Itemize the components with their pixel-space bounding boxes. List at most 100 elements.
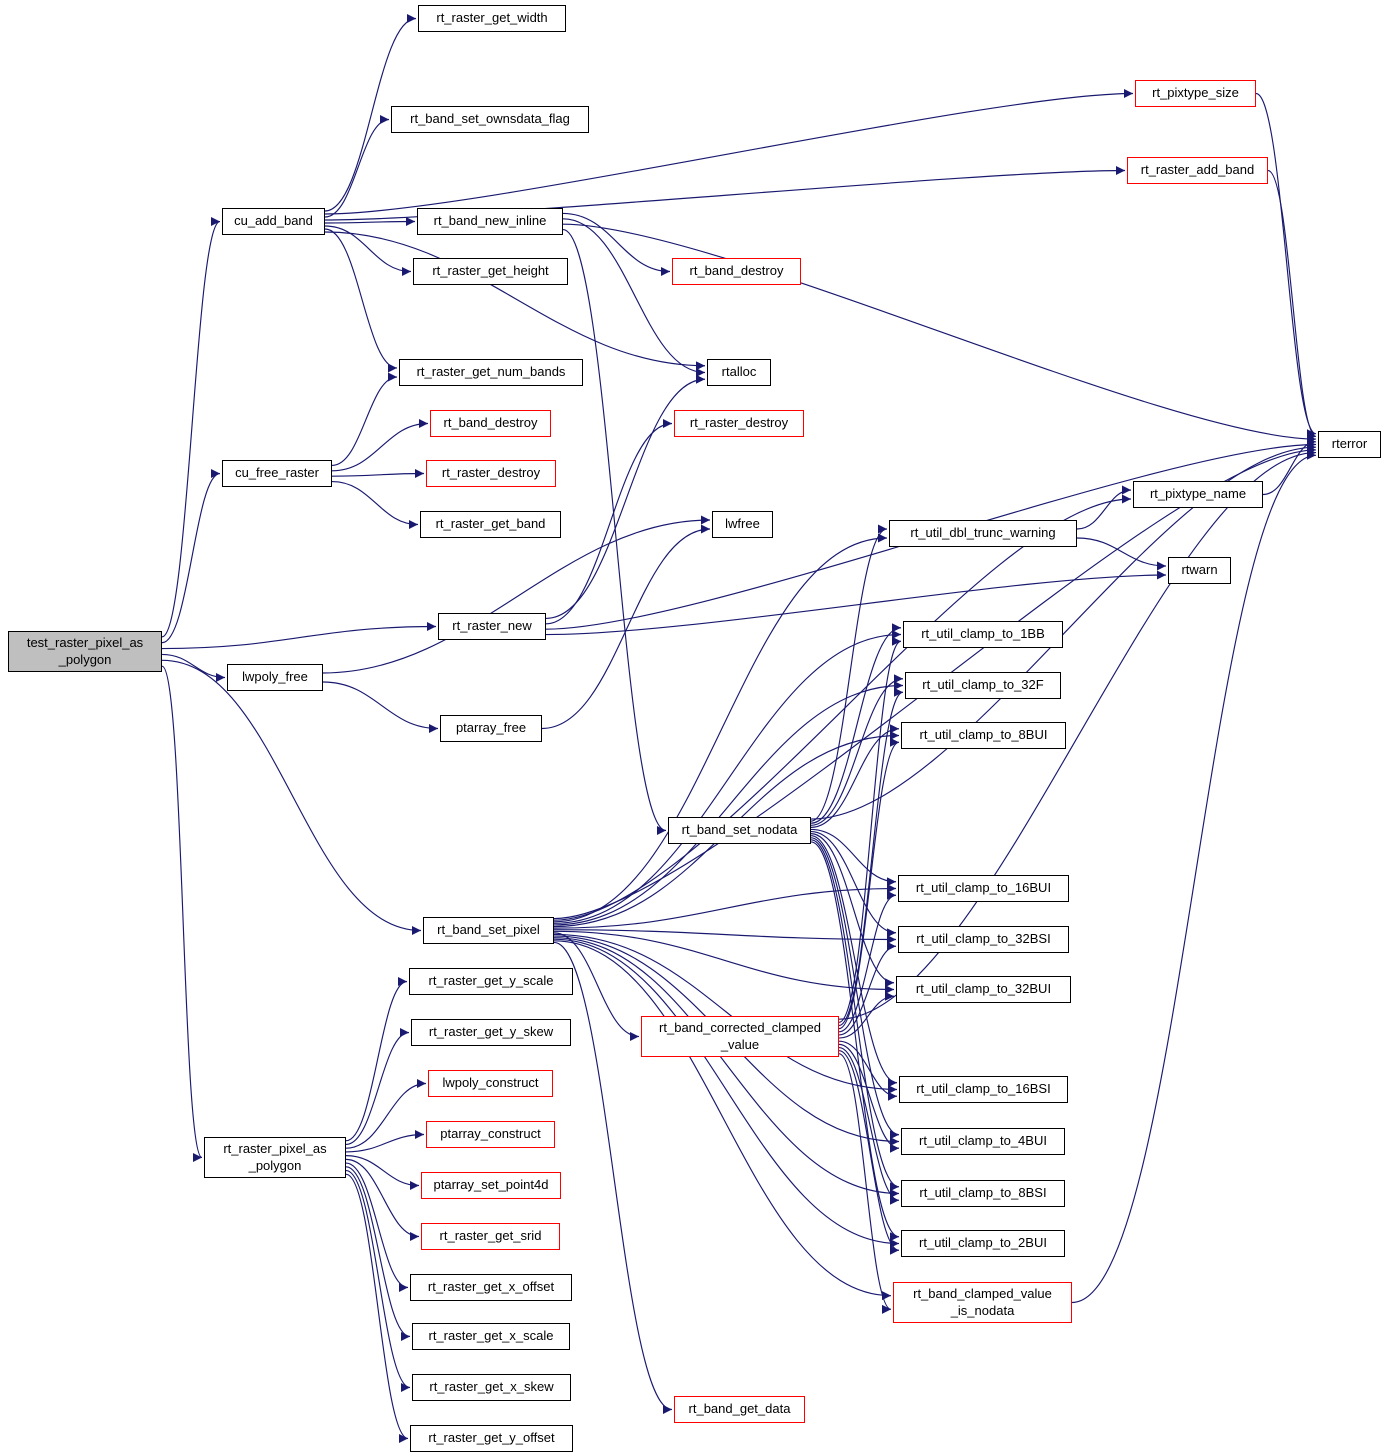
edge-bsn-to-c8bui [810,724,900,828]
node-gb[interactable]: rt_raster_get_band [420,511,561,538]
edge-bsn-to-c32bsi [810,830,897,938]
node-label: rterror [1331,436,1368,452]
node-c16bsi[interactable]: rt_util_clamp_to_16BSI [899,1076,1068,1103]
edge-pts-to-err [1255,92,1317,439]
node-label: rt_util_dbl_trunc_warning [910,525,1056,541]
node-sof[interactable]: rt_band_set_ownsdata_flag [391,106,589,133]
node-label: rt_util_clamp_to_32BUI [915,981,1052,997]
node-bgd[interactable]: rt_band_get_data [674,1396,805,1423]
node-label: rt_util_clamp_to_8BSI [919,1185,1047,1201]
node-cab[interactable]: cu_add_band [222,208,325,235]
edge-bccv-to-c8bsi [838,1046,900,1205]
edge-bsp-to-dtw [553,533,888,923]
node-yo[interactable]: rt_raster_get_y_offset [410,1425,573,1452]
node-c8bsi[interactable]: rt_util_clamp_to_8BSI [901,1180,1065,1207]
edge-bcvn-to-err [1071,450,1317,1304]
node-label: rtalloc [721,364,757,380]
node-srid[interactable]: rt_raster_get_srid [421,1223,560,1250]
node-label: ptarray_free [455,720,527,736]
node-c32bsi[interactable]: rt_util_clamp_to_32BSI [898,926,1069,953]
node-c32bui[interactable]: rt_util_clamp_to_32BUI [896,976,1071,1003]
node-ra[interactable]: rtalloc [707,359,771,386]
node-bsn[interactable]: rt_band_set_nodata [668,817,811,844]
edge-bsp-to-c1bb [553,630,902,924]
node-bcvn[interactable]: rt_band_clamped_value _is_nodata [893,1282,1072,1323]
node-bni[interactable]: rt_band_new_inline [417,208,563,235]
node-c16bui[interactable]: rt_util_clamp_to_16BUI [898,875,1069,902]
node-lpc[interactable]: lwpoly_construct [428,1070,553,1097]
node-label: rt_band_corrected_clamped _value [659,1020,821,1052]
node-c1bb[interactable]: rt_util_clamp_to_1BB [903,621,1063,648]
node-rab[interactable]: rt_raster_add_band [1127,157,1268,184]
node-err[interactable]: rterror [1318,431,1381,458]
node-c8bui[interactable]: rt_util_clamp_to_8BUI [901,722,1066,749]
edge-rab-to-err [1267,169,1317,441]
node-label: rt_raster_get_y_offset [428,1430,555,1446]
node-xs[interactable]: rt_raster_get_x_scale [412,1323,570,1350]
edge-rpap-to-ys [345,977,408,1142]
node-rdl[interactable]: rt_raster_destroy [426,460,556,487]
node-bdl[interactable]: rt_band_destroy [430,410,551,437]
node-label: rt_raster_get_x_offset [427,1279,555,1295]
edge-cab-to-ra [324,231,706,371]
node-pts[interactable]: rt_pixtype_size [1135,80,1256,107]
node-label: rt_band_new_inline [433,213,547,229]
edge-rpap-to-xs [345,1166,411,1341]
node-rpap[interactable]: rt_raster_pixel_as _polygon [204,1137,346,1178]
node-nb[interactable]: rt_raster_get_num_bands [399,359,583,386]
node-label: rt_raster_destroy [441,465,541,481]
node-label: cu_add_band [234,213,313,229]
node-ysk[interactable]: rt_raster_get_y_skew [411,1019,571,1046]
edge-cab-to-sof [324,115,390,218]
edge-bsp-to-bgd [553,941,673,1414]
node-rn[interactable]: rt_raster_new [438,613,546,640]
node-label: lwpoly_construct [442,1075,539,1091]
node-rdr[interactable]: rt_raster_destroy [674,410,804,437]
node-label: rt_band_set_nodata [681,822,798,838]
node-ptn[interactable]: rt_pixtype_name [1133,481,1263,508]
node-c2bui[interactable]: rt_util_clamp_to_2BUI [901,1230,1065,1257]
node-ys[interactable]: rt_raster_get_y_scale [409,968,573,995]
edge-rn-to-warn [545,570,1167,636]
node-label: rt_util_clamp_to_16BSI [916,1081,1051,1097]
node-xo[interactable]: rt_raster_get_x_offset [410,1274,572,1301]
node-bccv[interactable]: rt_band_corrected_clamped _value [641,1016,839,1057]
edge-cfr-to-gb [331,481,419,529]
node-lpf[interactable]: lwpoly_free [227,664,323,691]
node-pac[interactable]: ptarray_construct [426,1121,555,1148]
edge-bsp-to-ptn [553,494,1132,921]
edge-test-to-rn [161,622,437,650]
edge-test-to-cab [161,217,221,638]
node-cfr[interactable]: cu_free_raster [222,460,332,487]
node-c32f[interactable]: rt_util_clamp_to_32F [905,672,1061,699]
edge-dtw-to-ptn [1076,485,1132,530]
node-label: rt_pixtype_size [1152,85,1239,101]
node-xsk[interactable]: rt_raster_get_x_skew [412,1374,571,1401]
node-h[interactable]: rt_raster_get_height [413,258,568,285]
node-paf[interactable]: ptarray_free [440,715,542,742]
edge-rpap-to-lpc [345,1079,427,1149]
node-c4bui[interactable]: rt_util_clamp_to_4BUI [901,1128,1065,1155]
edge-bsp-to-bccv [553,932,640,1041]
node-warn[interactable]: rtwarn [1168,557,1231,584]
node-label: rt_raster_new [452,618,532,634]
node-lf[interactable]: lwfree [712,511,773,538]
node-label: rt_band_set_pixel [437,922,540,938]
node-bsp[interactable]: rt_band_set_pixel [423,917,554,944]
node-dtw[interactable]: rt_util_dbl_trunc_warning [889,520,1077,547]
node-label: rt_raster_get_num_bands [416,364,566,380]
edge-bsn-to-c8bsi [810,839,900,1192]
edge-rpap-to-pac [345,1130,425,1153]
node-label: rt_util_clamp_to_32F [922,677,1044,693]
node-bdr[interactable]: rt_band_destroy [672,258,801,285]
edge-bsp-to-bcvn [553,940,892,1301]
node-label: test_raster_pixel_as _polygon [26,635,144,667]
node-label: rt_util_clamp_to_4BUI [919,1133,1047,1149]
edge-dtw-to-warn [1076,537,1167,571]
node-psp[interactable]: ptarray_set_point4d [421,1172,561,1199]
edge-test-to-lpf [161,653,226,682]
node-test: test_raster_pixel_as _polygon [8,631,162,672]
node-w[interactable]: rt_raster_get_width [418,5,566,32]
